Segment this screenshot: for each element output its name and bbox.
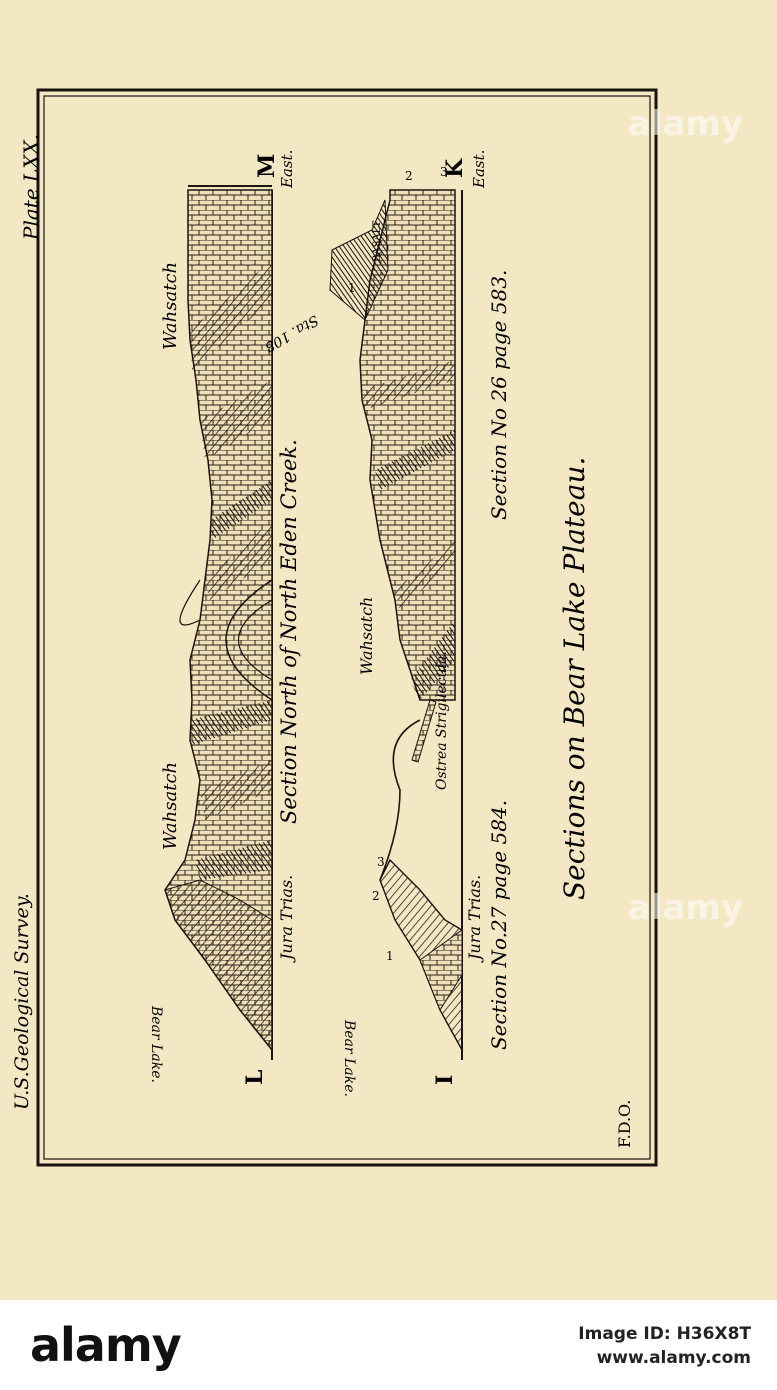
upper-section-title: Section North of North Eden Creek. bbox=[277, 439, 301, 824]
watermark-top: alamy bbox=[628, 104, 744, 144]
upper-east: East. bbox=[278, 150, 296, 189]
lower-basalt: BASALT bbox=[372, 221, 383, 262]
watermark-bottom: alamy bbox=[628, 888, 744, 928]
lower-letter-I: I bbox=[432, 1075, 458, 1085]
upper-bear-lake: Bear Lake. bbox=[148, 1005, 164, 1083]
footer-site[interactable]: www.alamy.com bbox=[596, 1348, 751, 1368]
footer-image-info: Image ID: H36X8T www.alamy.com bbox=[578, 1322, 751, 1370]
plate-drawing: L M East. Bear Lake. Wahsatch Wahsatch J… bbox=[11, 88, 658, 1167]
upper-wahsatch-right: Wahsatch bbox=[160, 262, 181, 350]
caption-left: Section No.27 page 584. bbox=[487, 800, 511, 1050]
lower-wahsatch: Wahsatch bbox=[357, 597, 376, 675]
footer-image-id: Image ID: H36X8T bbox=[578, 1324, 751, 1344]
inner-frame bbox=[43, 95, 651, 1160]
upper-letter-L: L bbox=[242, 1070, 268, 1085]
lower-east: East. bbox=[470, 150, 488, 189]
upper-letter-M: M bbox=[254, 154, 280, 178]
outer-frame bbox=[36, 88, 658, 1167]
survey-label: U.S.Geological Survey. bbox=[11, 893, 33, 1110]
layer-num-2-left: 2 bbox=[372, 889, 380, 903]
caption-right: Section No 26 page 583. bbox=[487, 270, 511, 520]
upper-jura-trias: Jura Trias. bbox=[277, 875, 296, 963]
main-title: Sections on Bear Lake Plateau. bbox=[558, 457, 591, 900]
lower-fossil: Ostrea Strigilecula. bbox=[434, 651, 450, 790]
initials: F.D.O. bbox=[615, 1100, 634, 1148]
footer-bar bbox=[0, 1300, 777, 1390]
lower-bear-lake: Bear Lake. bbox=[341, 1019, 357, 1097]
lower-hill bbox=[379, 719, 421, 881]
layer-num-3-right: 3 bbox=[440, 165, 448, 179]
layer-num-1-right: 1 bbox=[348, 281, 356, 295]
layer-num-3-left: 3 bbox=[377, 855, 385, 869]
layer-num-1-left: 1 bbox=[386, 949, 394, 963]
plate-number: Plate LXX. bbox=[19, 134, 43, 241]
basalt-cap bbox=[329, 199, 389, 321]
plate-page: L M East. Bear Lake. Wahsatch Wahsatch J… bbox=[11, 88, 658, 1167]
upper-wahsatch-left: Wahsatch bbox=[160, 762, 181, 850]
footer-brand-logo[interactable]: alamy bbox=[30, 1318, 182, 1372]
lower-letter-K: K bbox=[442, 158, 468, 178]
layer-num-2-right: 2 bbox=[405, 169, 413, 183]
lower-jura-trias: Jura Trias. bbox=[465, 875, 484, 963]
